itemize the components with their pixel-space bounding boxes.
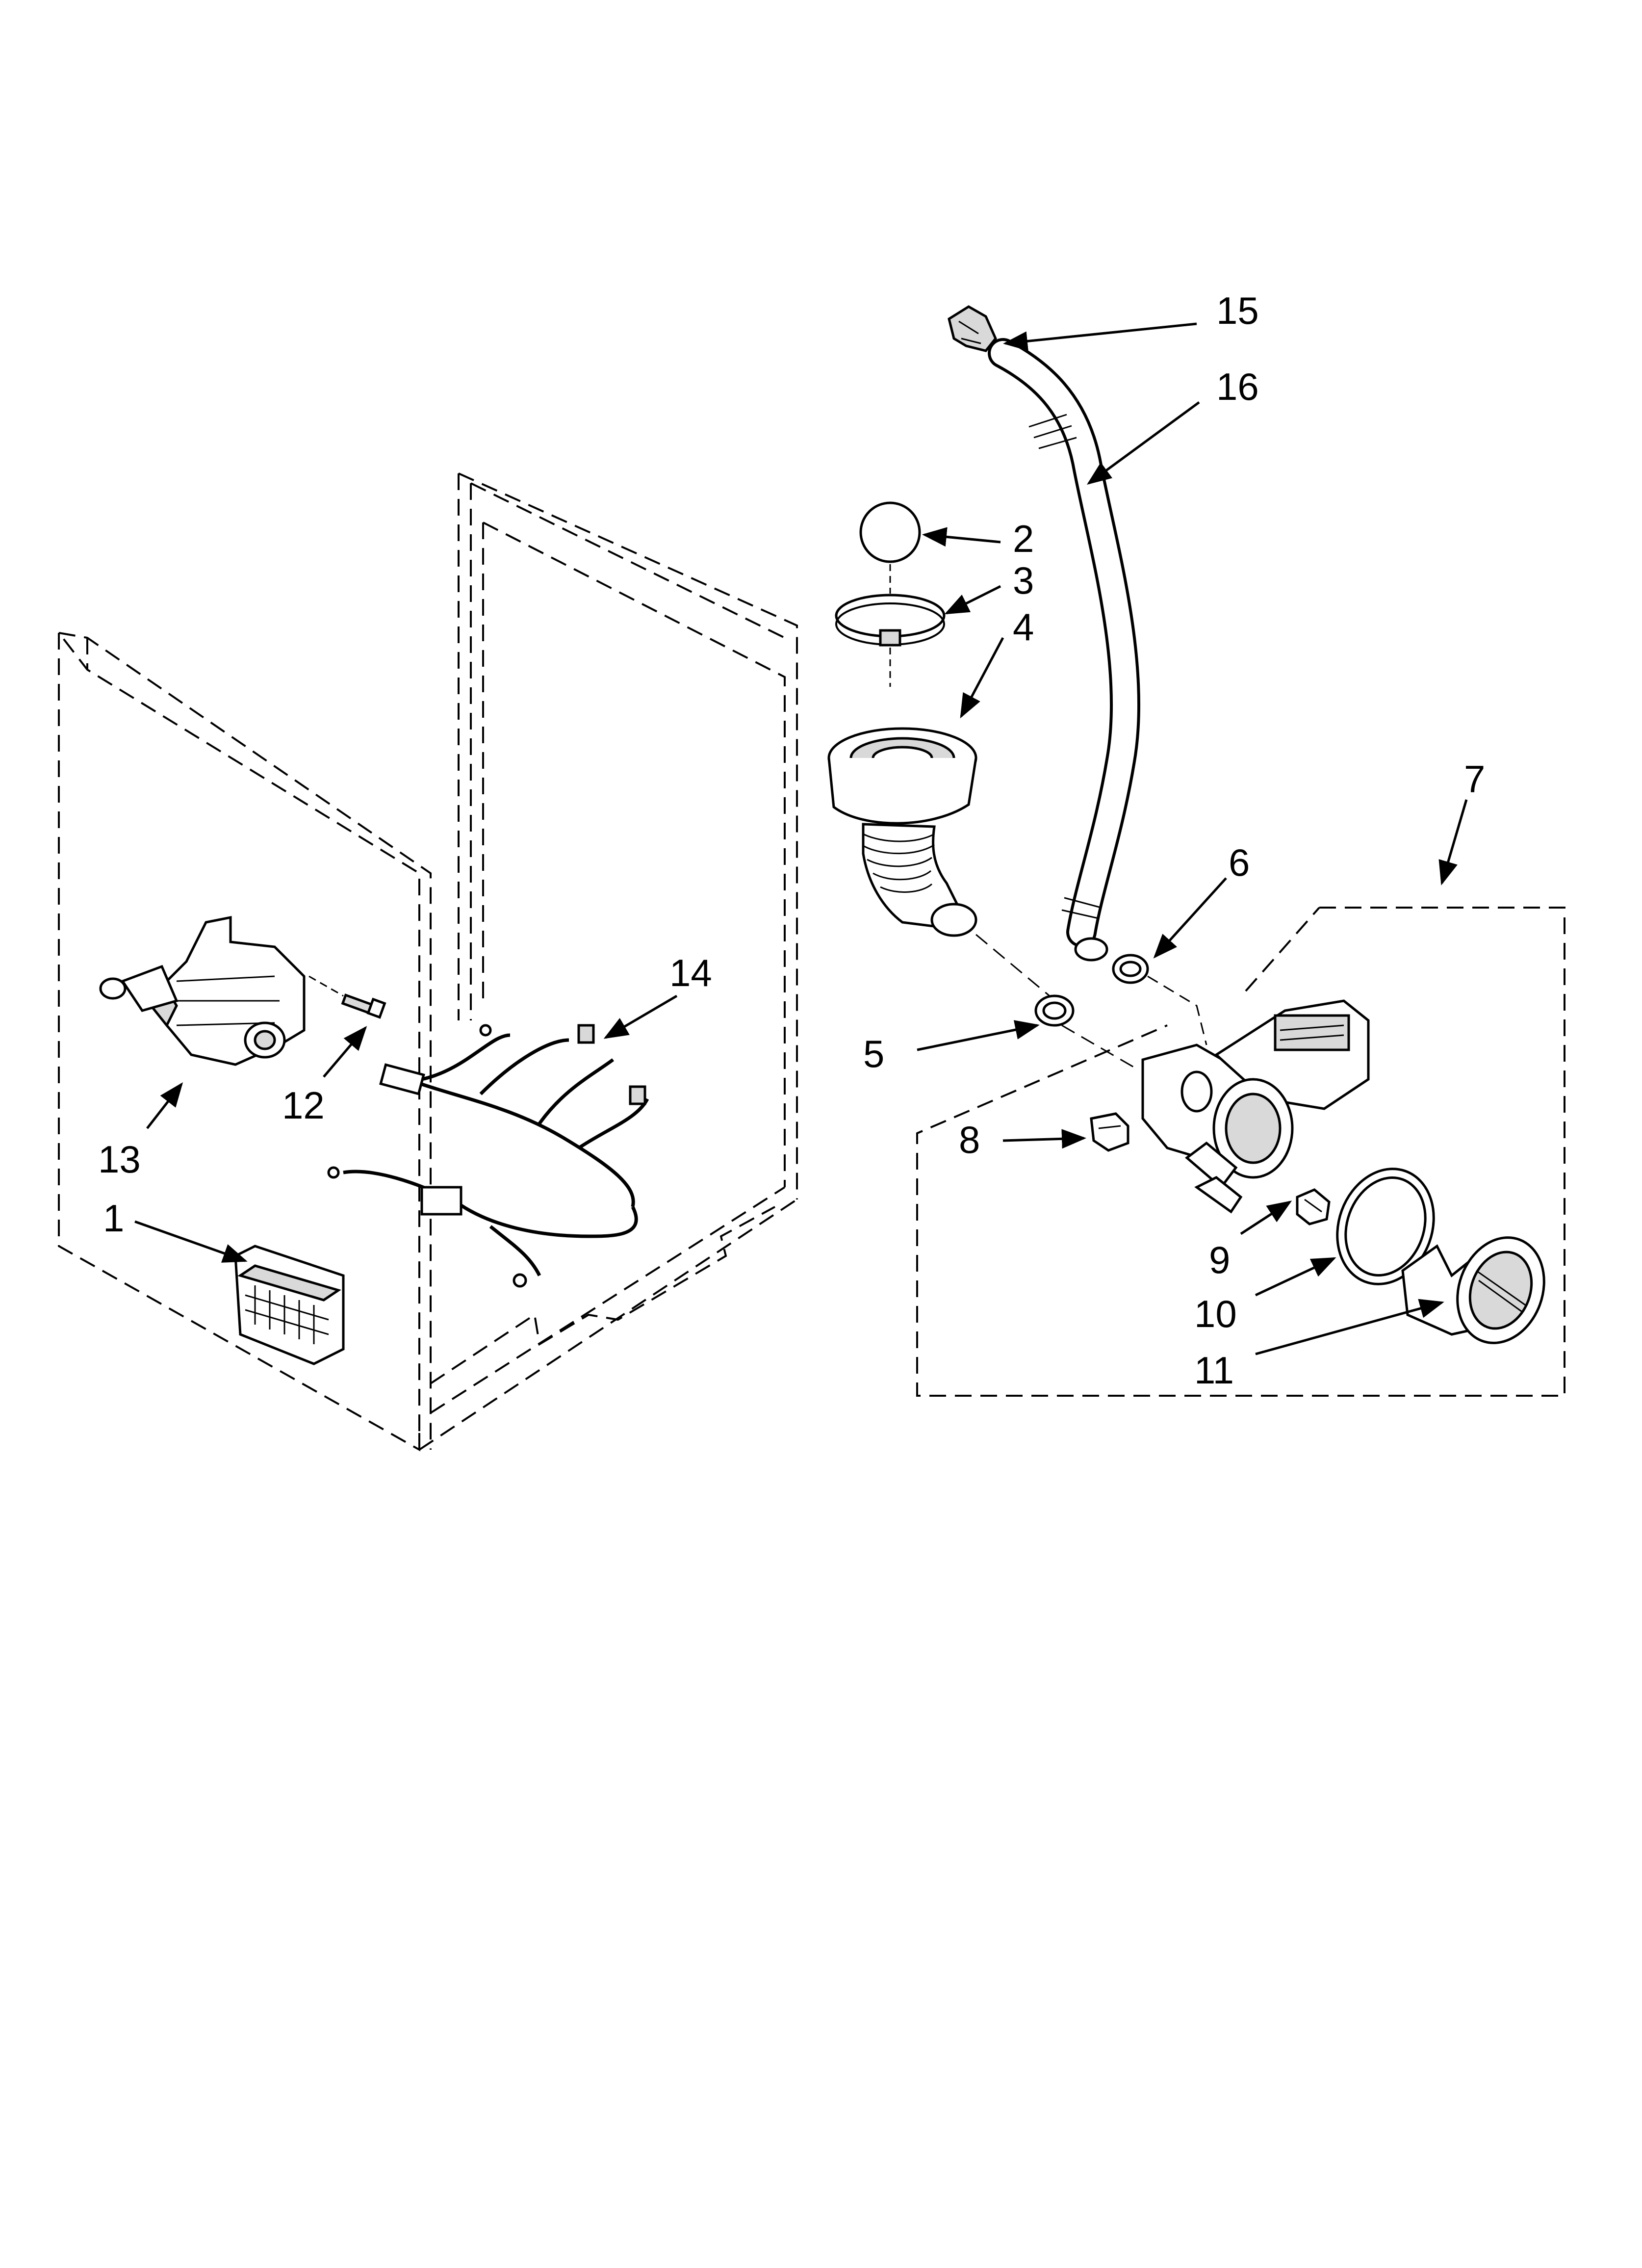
clamp-ring-part bbox=[835, 594, 946, 687]
callout-11: 11 bbox=[1194, 1349, 1234, 1392]
clip-part bbox=[1090, 1112, 1129, 1152]
o-ring-part bbox=[1336, 1168, 1435, 1285]
callout-labels: 15 16 2 3 4 7 6 14 5 12 13 1 8 9 10 11 bbox=[98, 289, 1485, 1392]
ball-part bbox=[859, 501, 921, 594]
filter-part bbox=[1401, 1236, 1545, 1344]
bolt-part bbox=[308, 975, 386, 1019]
drain-pump-part bbox=[1141, 999, 1370, 1214]
callout-1: 1 bbox=[103, 1197, 124, 1240]
drain-hose-part bbox=[988, 338, 1141, 962]
leader-lines bbox=[134, 322, 1468, 1356]
cabinet-outline bbox=[58, 472, 798, 1452]
hose-clamp-5-part bbox=[1034, 994, 1138, 1070]
callout-15: 15 bbox=[1216, 289, 1259, 332]
control-board-part bbox=[234, 1245, 345, 1365]
callout-9: 9 bbox=[1209, 1238, 1230, 1281]
callout-10: 10 bbox=[1194, 1292, 1237, 1335]
callout-8: 8 bbox=[959, 1118, 980, 1161]
callout-16: 16 bbox=[1216, 365, 1259, 408]
hose-clamp-part bbox=[948, 305, 997, 352]
callout-12: 12 bbox=[282, 1084, 325, 1127]
sump-hose-part bbox=[827, 727, 1050, 997]
motor-part bbox=[99, 915, 306, 1066]
callout-6: 6 bbox=[1229, 841, 1250, 884]
hose-clamp-6-part bbox=[1112, 954, 1207, 1045]
callout-7: 7 bbox=[1464, 757, 1485, 801]
callout-5: 5 bbox=[863, 1032, 884, 1075]
callout-2: 2 bbox=[1013, 517, 1034, 560]
pump-assembly-outline bbox=[916, 907, 1565, 1397]
plug-part bbox=[1296, 1188, 1331, 1225]
callout-4: 4 bbox=[1013, 605, 1034, 649]
callout-14: 14 bbox=[669, 951, 712, 994]
callout-3: 3 bbox=[1013, 559, 1034, 602]
wire-harness-part bbox=[327, 1024, 649, 1288]
callout-13: 13 bbox=[98, 1138, 141, 1181]
